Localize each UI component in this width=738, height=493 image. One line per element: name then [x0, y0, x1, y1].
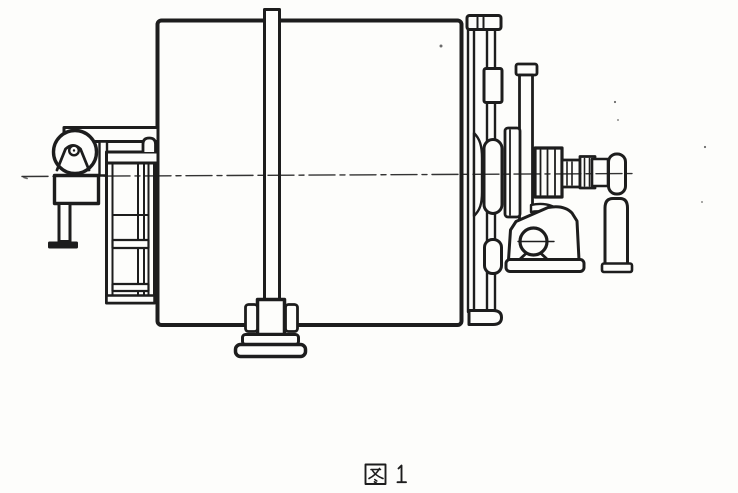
- pillow-block-bearing: [504, 205, 586, 273]
- pulley-bearing-block: [52, 173, 101, 206]
- figure-caption: 图 1: [352, 458, 422, 488]
- support-column-group: [233, 8, 308, 359]
- glyph-tu-dot: [373, 481, 378, 484]
- cylinder-body: [603, 197, 629, 267]
- drum-outline: [155, 18, 464, 327]
- column-base-plate-lower: [233, 342, 308, 359]
- left-drive-assembly: [48, 126, 160, 305]
- frame-rung: [111, 238, 150, 250]
- right-drive-assembly: [465, 14, 634, 326]
- column-flange-right: [284, 303, 299, 333]
- speck: [617, 119, 619, 121]
- frame-outline: [105, 161, 156, 305]
- pulley-hub-dot: [72, 149, 76, 152]
- support-foot: [48, 241, 78, 249]
- speck: [23, 176, 28, 180]
- flange-foot: [467, 309, 503, 326]
- column-neck-block: [255, 297, 287, 337]
- mid-guide-plate: [503, 126, 522, 219]
- cylinder-base: [600, 262, 634, 274]
- speck: [701, 201, 703, 203]
- glyph-one: [396, 464, 407, 484]
- glyph-tu-stroke: [371, 469, 384, 480]
- shaft-block-1: [533, 146, 564, 199]
- axis-centerline: [21, 172, 636, 178]
- bearing-base-plate: [504, 258, 586, 273]
- drive-shaft: [533, 146, 610, 199]
- column-flange-left: [244, 303, 259, 333]
- speck: [703, 145, 707, 149]
- frame-top-tab: [141, 136, 157, 154]
- guide-rod-capsule-lower: [483, 238, 503, 275]
- scan-specks: [23, 44, 707, 203]
- tall-plate-cap: [514, 62, 539, 77]
- speck: [439, 44, 443, 48]
- frame-bottom-bar: [105, 294, 156, 305]
- shaft-neck: [590, 157, 610, 188]
- glyph-tu-box: [364, 463, 387, 485]
- guide-rod-block: [482, 67, 504, 104]
- ladder-frame: [105, 136, 160, 305]
- speck: [613, 100, 617, 104]
- tall-guide-plate: [518, 73, 534, 222]
- figure-caption-glyph: [364, 463, 407, 485]
- guide-rod-capsule-upper: [482, 138, 504, 215]
- support-column: [263, 8, 281, 301]
- drum-shell: [155, 18, 464, 327]
- frame-rung: [111, 282, 150, 293]
- glyph-tu-dot: [374, 478, 378, 482]
- figure-caption-text: 图 1: [352, 458, 422, 488]
- frame-top-bar: [105, 150, 160, 165]
- support-leg: [57, 202, 72, 243]
